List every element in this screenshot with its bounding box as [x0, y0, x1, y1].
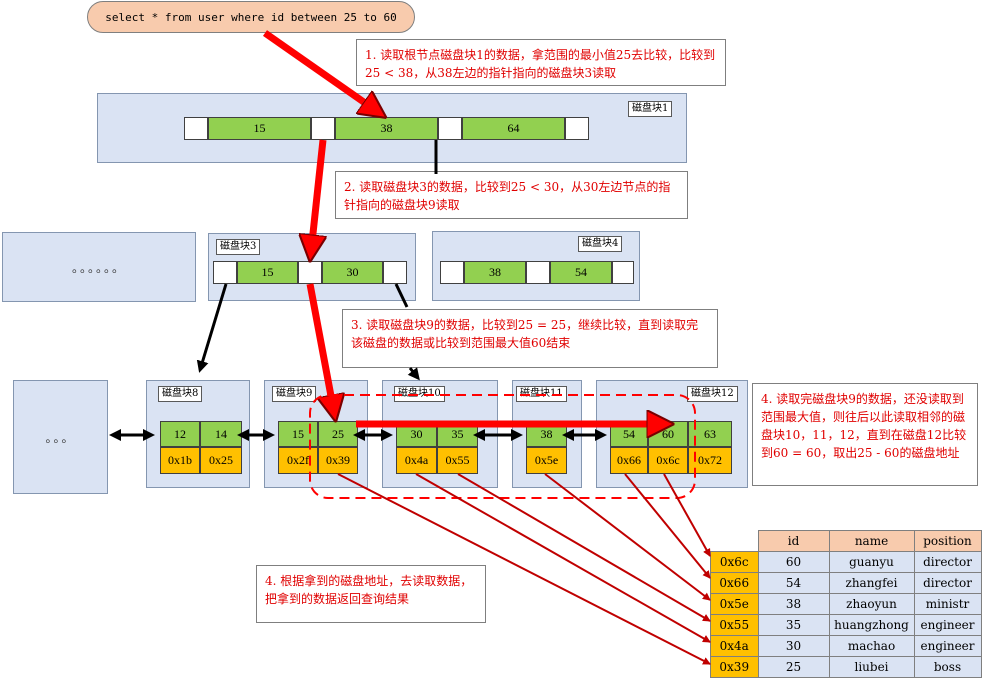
key-cell: 30 [322, 261, 383, 284]
query-result-table: id name position 0x6c 60 guanyu director… [710, 530, 982, 678]
table-row: 0x4a 30 machao engineer [710, 635, 982, 657]
key-cell: 38 [464, 261, 526, 284]
pointer-cell [311, 117, 335, 140]
pointer-cell [438, 117, 462, 140]
table-row: 0x6c 60 guanyu director [710, 551, 982, 573]
fetch-arrow-0x4a [415, 473, 711, 643]
step-2-arrow [311, 139, 323, 252]
pointer-cell [565, 117, 589, 140]
block3-right-pointer-head [407, 367, 420, 381]
address-cell: 0x55 [437, 447, 478, 474]
disk-block-9-label: 磁盘块9 [272, 386, 317, 402]
key-cell: 15 [278, 421, 318, 447]
sql-query-text: select * from user where id between 25 t… [105, 10, 397, 24]
step-4-fetch-note: 4. 根据拿到的磁盘地址，去读取数据，把拿到的数据返回查询结果 [256, 565, 486, 623]
block3-pointer-arrow [196, 283, 228, 373]
row-position: engineer [913, 614, 982, 636]
step-4-leaf-note: 4. 读取完磁盘块9的数据，还没读取到范围最大值，则往后以此读取相邻的磁盘块10… [752, 383, 978, 486]
address-cell: 0x25 [200, 447, 242, 474]
key-cell: 38 [335, 117, 438, 140]
column-header-position: position [913, 530, 982, 552]
pointer-cell [383, 261, 407, 284]
disk-block-12-label: 磁盘块12 [687, 386, 738, 402]
table-row: 0x5e 38 zhaoyun ministr [710, 593, 982, 615]
ellipsis-block-mid: 。。。。。。 [2, 232, 196, 302]
row-address: 0x39 [710, 656, 759, 678]
table-row: 0x39 25 liubei boss [710, 656, 982, 678]
address-cell: 0x66 [610, 447, 648, 474]
row-address: 0x55 [710, 614, 759, 636]
pointer-cell [213, 261, 237, 284]
fetch-arrow-0x66 [624, 473, 711, 579]
row-position: boss [913, 656, 982, 678]
key-cell: 14 [200, 421, 242, 447]
address-cell: 0x4a [396, 447, 437, 474]
disk-block-1-label: 磁盘块1 [628, 101, 673, 117]
sql-query-bubble: select * from user where id between 25 t… [87, 1, 415, 33]
row-position: ministr [913, 593, 982, 615]
row-name: machao [828, 635, 915, 657]
ellipsis-text: 。。。 [45, 430, 76, 445]
step-3-arrow [306, 283, 334, 412]
fetch-arrow-0x55 [457, 473, 711, 622]
pointer-cell [440, 261, 464, 284]
fetch-arrow-0x39 [337, 473, 711, 665]
row-id: 60 [757, 551, 830, 573]
key-cell: 12 [160, 421, 200, 447]
row-id: 54 [757, 572, 830, 594]
column-header-name: name [828, 530, 915, 552]
row-position: director [913, 572, 982, 594]
table-header-row: id name position [711, 530, 982, 552]
pointer-cell [612, 261, 634, 284]
ellipsis-text: 。。。。。。 [71, 260, 126, 275]
address-cell: 0x39 [318, 447, 358, 474]
disk-block-3-label: 磁盘块3 [216, 239, 261, 255]
key-cell: 15 [208, 117, 311, 140]
disk-block-8-label: 磁盘块8 [158, 386, 203, 402]
row-name: liubei [828, 656, 915, 678]
row-address: 0x66 [710, 572, 759, 594]
step-3-note: 3. 读取磁盘块9的数据，比较到25 = 25，继续比较，直到读取完该磁盘的数据… [342, 309, 718, 368]
row-id: 25 [757, 656, 830, 678]
key-cell: 54 [550, 261, 612, 284]
range-selection-outline [309, 394, 696, 499]
pointer-cell [526, 261, 550, 284]
pointer-cell [184, 117, 208, 140]
address-cell: 0x5e [526, 447, 567, 474]
column-header-id: id [757, 530, 830, 552]
fetch-arrow-0x6c [663, 473, 711, 557]
key-cell: 25 [318, 421, 358, 447]
table-row: 0x55 35 huangzhong engineer [710, 614, 982, 636]
step-1-arrow [262, 30, 378, 112]
address-cell: 0x6c [648, 447, 688, 474]
address-cell: 0x1b [160, 447, 200, 474]
disk-block-4-label: 磁盘块4 [578, 236, 623, 252]
step-1-note: 1. 读取根节点磁盘块1的数据，拿范围的最小值25去比较，比较到25 < 38，… [356, 39, 726, 86]
row-address: 0x5e [710, 593, 759, 615]
step-2-note: 2. 读取磁盘块3的数据，比较到25 < 30，从30左边节点的指针指向的磁盘块… [335, 171, 688, 219]
fetch-arrow-0x5e [544, 473, 711, 601]
address-cell: 0x2f [278, 447, 318, 474]
row-name: huangzhong [828, 614, 915, 636]
key-cell: 64 [462, 117, 565, 140]
key-cell: 15 [237, 261, 298, 284]
block3-right-pointer [394, 283, 409, 308]
row-address: 0x6c [710, 551, 759, 573]
row-name: guanyu [828, 551, 915, 573]
table-row: 0x66 54 zhangfei director [710, 572, 982, 594]
row-id: 35 [757, 614, 830, 636]
ellipsis-block-leaf: 。。。 [13, 380, 108, 494]
